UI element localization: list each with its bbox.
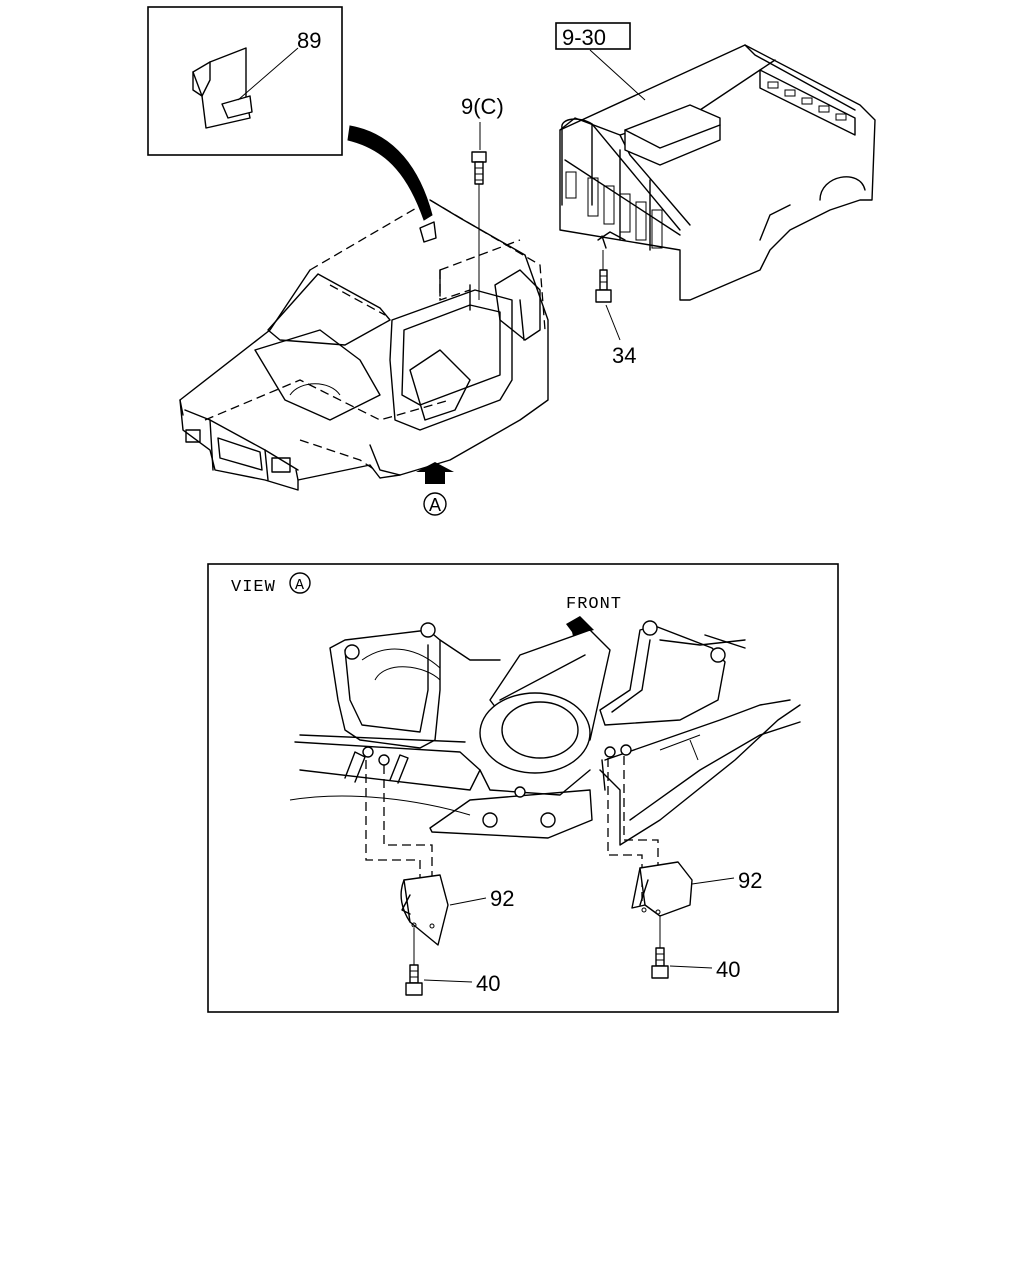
pickup-bed: 9-30: [555, 22, 876, 301]
bracket-icon: [639, 861, 693, 917]
circle-marker-icon: [423, 492, 447, 516]
bracket-92-left: 92: [400, 874, 514, 946]
cab-body: [179, 199, 549, 491]
detail-pointer-arrow: [347, 125, 433, 221]
front-label: FRONT: [566, 595, 622, 614]
bolt-icon: [655, 947, 665, 967]
callout-92-left: 92: [490, 886, 514, 911]
front-arrow-icon: [566, 616, 594, 640]
bolt-40-right: 40: [651, 915, 740, 982]
callout-34: 34: [612, 343, 636, 368]
bolt-9c: 9(C): [461, 94, 504, 300]
callout-40-right: 40: [716, 957, 740, 982]
leader-89: [237, 47, 299, 101]
callout-40-left: 40: [476, 971, 500, 996]
view-a-panel: VIEW A FRONT: [207, 563, 839, 1013]
callout-89: 89: [297, 28, 321, 53]
view-marker-text: A: [429, 495, 441, 515]
circle-marker-icon: [289, 572, 311, 594]
view-a-indicator: A: [416, 462, 454, 516]
callout-92-right: 92: [738, 868, 762, 893]
bracket-icon: [403, 874, 449, 946]
detail-box-89: 89: [147, 6, 343, 156]
arrow-up-icon: [416, 462, 454, 484]
clip-part-89: [192, 47, 253, 129]
view-title-marker: A: [295, 577, 305, 594]
bracket-92-right: 92: [631, 861, 762, 917]
callout-9c: 9(C): [461, 94, 504, 119]
bolt-34: 34: [595, 250, 636, 368]
callout-9-30: 9-30: [562, 25, 606, 50]
bolt-40-left: 40: [405, 928, 500, 996]
bolt-icon: [471, 151, 487, 163]
view-title: VIEW: [231, 578, 276, 597]
bolt-icon: [409, 964, 419, 984]
